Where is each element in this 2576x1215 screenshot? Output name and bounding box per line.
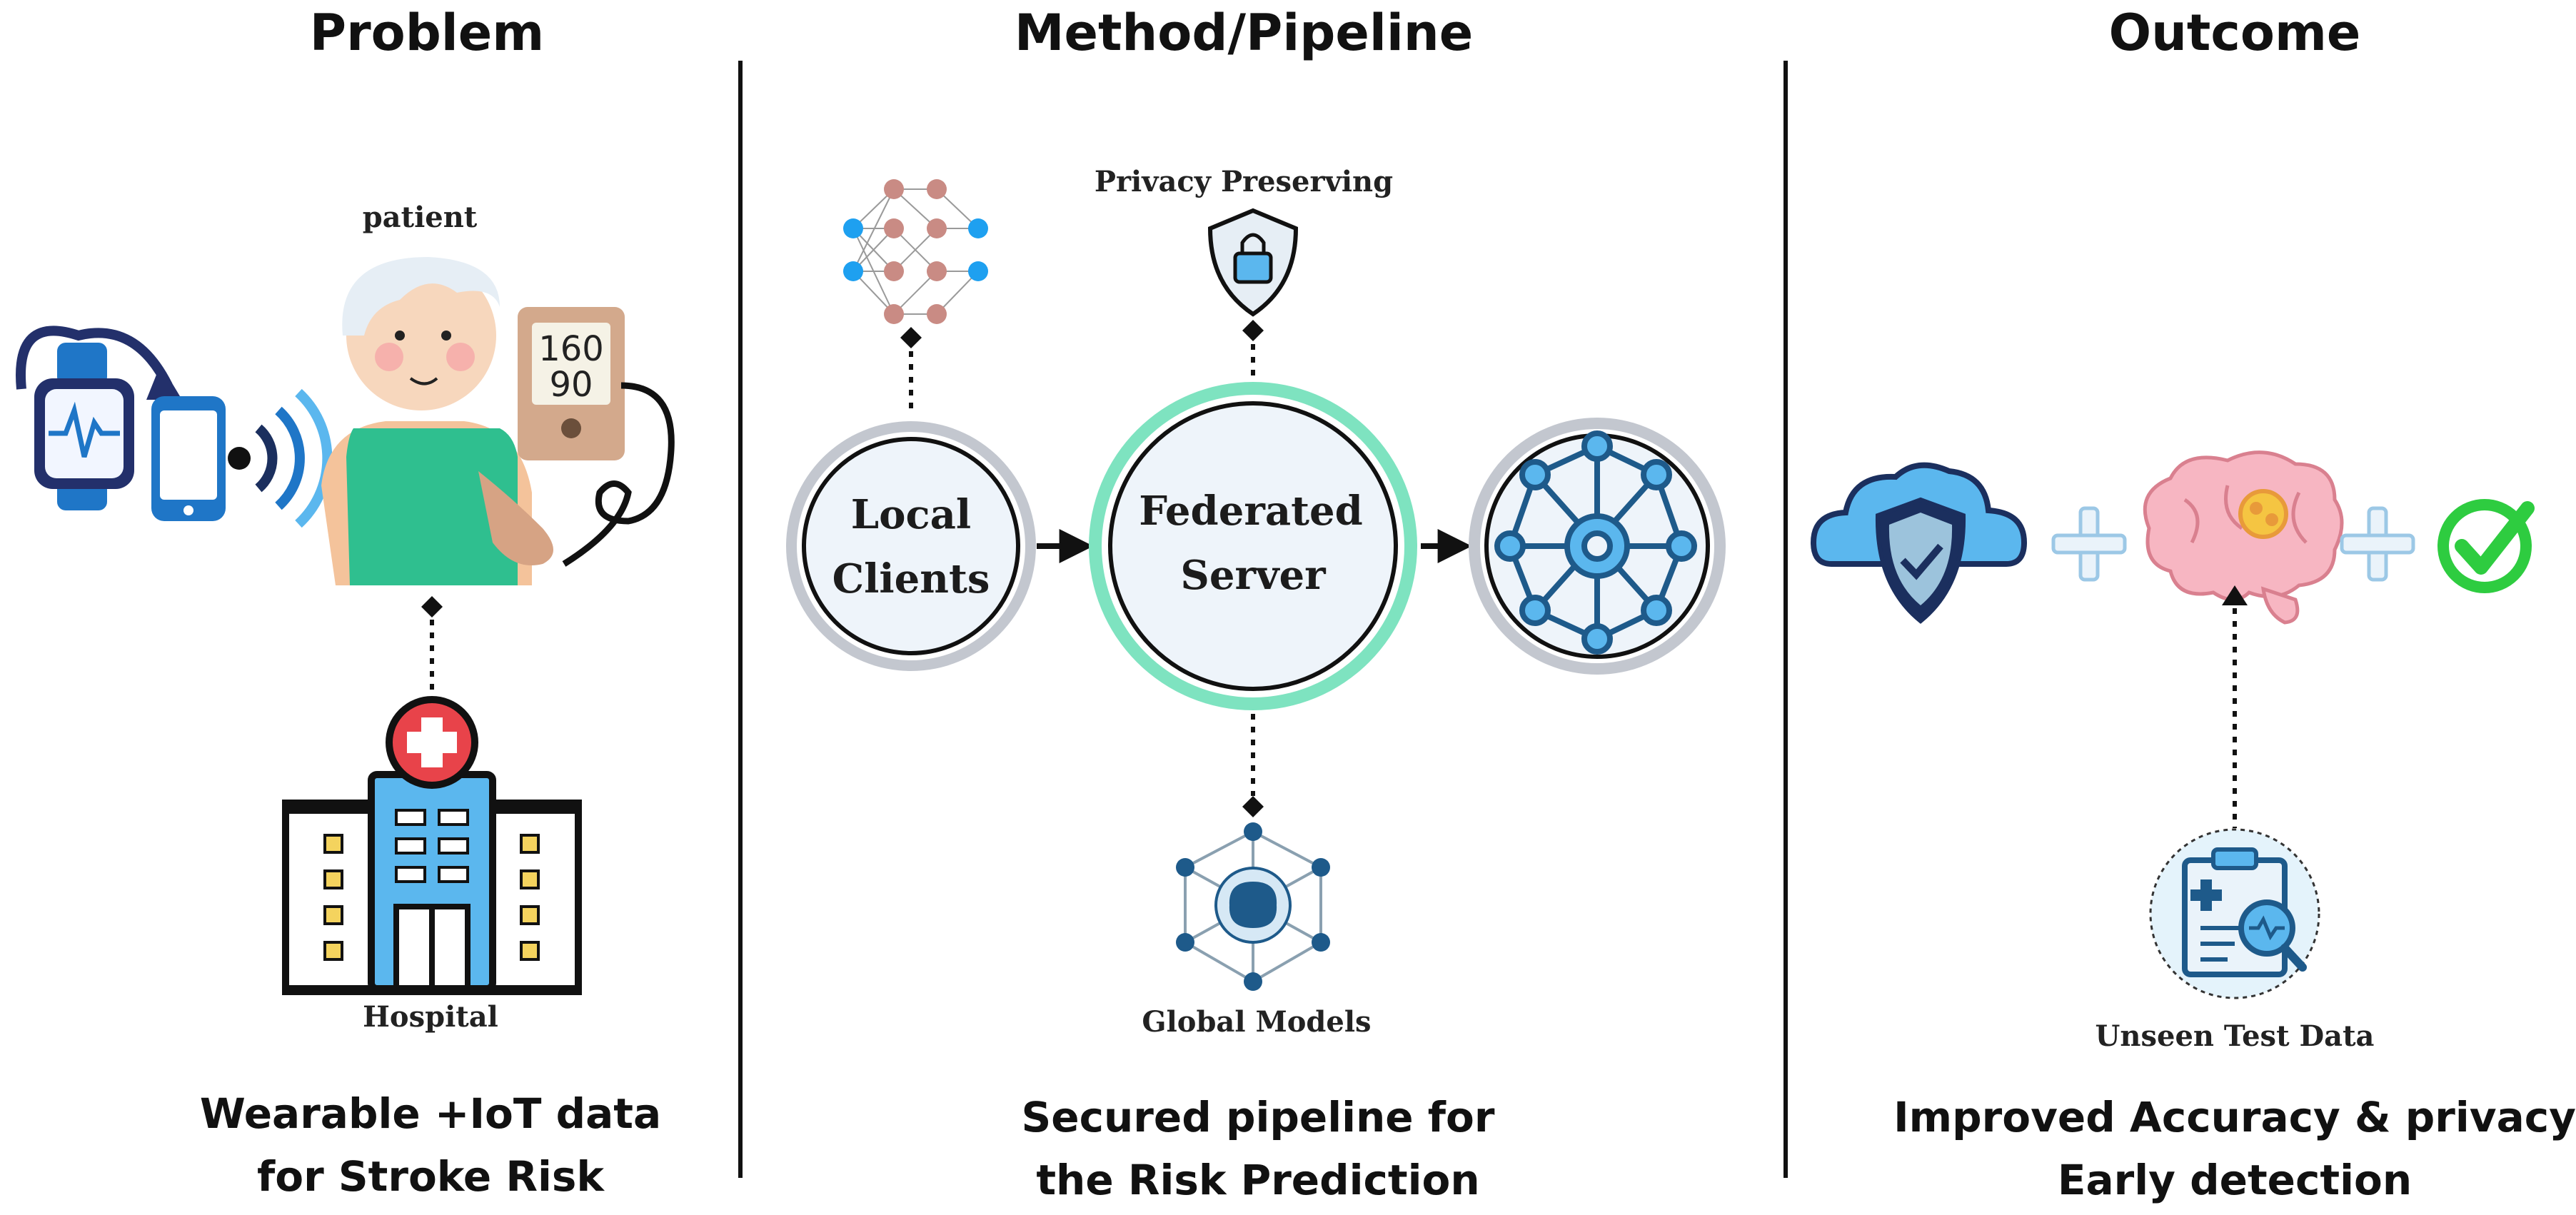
patient-label: patient	[363, 201, 478, 234]
hospital-icon	[282, 696, 582, 995]
phone-icon	[151, 396, 226, 521]
shield-lock-icon	[1207, 208, 1299, 317]
global-connector-diamond	[1242, 796, 1264, 817]
plus-icon-1	[2051, 506, 2127, 582]
method-caption-line2: the Risk Prediction	[1036, 1156, 1479, 1204]
federated-server-line1: Federated	[1139, 488, 1363, 535]
network-gear-icon	[1494, 430, 1697, 655]
plus-icon-2	[2340, 506, 2415, 582]
smartwatch-icon	[16, 326, 182, 510]
wifi-signal-icon	[228, 388, 333, 528]
global-models-label: Global Models	[1142, 1005, 1371, 1039]
check-icon	[2437, 499, 2535, 593]
local-clients-line2: Clients	[832, 555, 990, 603]
patient-icon	[321, 257, 553, 585]
unseen-test-data-label: Unseen Test Data	[2095, 1019, 2375, 1053]
problem-heading: Problem	[310, 4, 544, 62]
federated-server-node: Federated Server	[1089, 382, 1417, 710]
outcome-heading: Outcome	[2109, 4, 2361, 62]
privacy-connector-diamond	[1242, 320, 1264, 341]
hospital-label: Hospital	[363, 1000, 498, 1034]
local-clients-line1: Local	[851, 491, 971, 538]
blood-pressure-monitor-icon: 160 90	[518, 307, 675, 567]
network-gear-node	[1469, 418, 1726, 675]
method-caption-line1: Secured pipeline for	[1022, 1093, 1495, 1141]
method-heading: Method/Pipeline	[1015, 4, 1473, 62]
local-clients-node: Local Clients	[786, 421, 1036, 671]
privacy-label: Privacy Preserving	[1095, 165, 1393, 198]
brain-icon	[2143, 450, 2344, 625]
problem-caption-line2: for Stroke Risk	[257, 1152, 605, 1201]
bp-diastolic: 90	[549, 365, 593, 405]
brain-connector-arrowhead	[2222, 585, 2248, 605]
neural-network-icon	[843, 179, 988, 324]
brain-network-icon	[1176, 822, 1330, 991]
patient-connector-diamond	[421, 596, 443, 617]
problem-caption-line1: Wearable +IoT data	[200, 1089, 661, 1138]
federated-server-line2: Server	[1180, 552, 1327, 599]
cloud-shield-icon	[1810, 462, 2028, 624]
outcome-caption-line1: Improved Accuracy & privacy	[1893, 1093, 2576, 1141]
clipboard-report-icon	[2149, 828, 2320, 999]
bp-systolic: 160	[538, 329, 604, 369]
outcome-caption-line2: Early detection	[2058, 1156, 2412, 1204]
nn-connector-diamond	[900, 327, 922, 348]
